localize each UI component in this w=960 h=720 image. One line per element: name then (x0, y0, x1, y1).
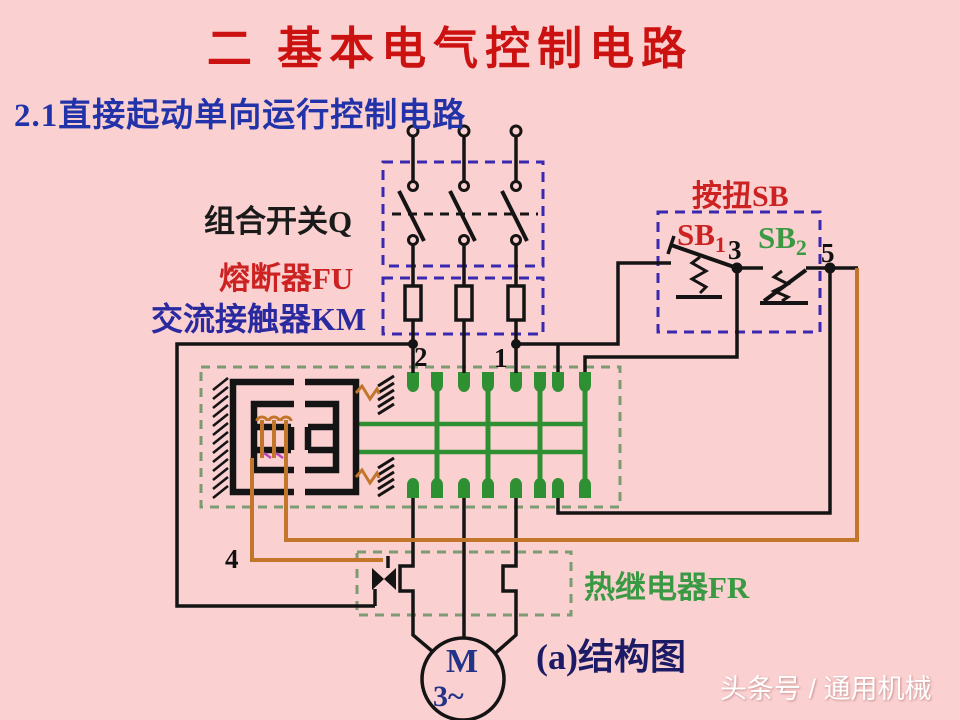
motor-wire-left (398, 498, 441, 659)
switch-q-symbol (392, 124, 538, 246)
mounting-wall-hatch (212, 377, 229, 499)
section-heading: 2.1直接起动单向运行控制电路 (14, 98, 467, 134)
figure-caption: (a)结构图 (536, 637, 686, 677)
junction-dots (408, 262, 836, 349)
sb2-text: SB (758, 220, 796, 255)
fixed-contact-tabs (407, 372, 591, 498)
contactor-contact-assembly (358, 372, 591, 498)
sb2-subscript: 2 (795, 235, 807, 261)
fuse-symbols (403, 284, 526, 322)
label-button-group: 按扭SB (692, 180, 789, 213)
node-number-5: 5 (821, 238, 835, 268)
page-title: 二 基本电气控制电路 (206, 24, 694, 74)
node-number-4: 4 (225, 544, 239, 574)
contactor-armature (304, 378, 360, 496)
label-combination-switch: 组合开关Q (204, 204, 353, 239)
contactor-km-box (199, 365, 622, 509)
return-springs (354, 383, 381, 486)
label-ac-contactor: 交流接触器KM (151, 301, 367, 337)
coil-wires (250, 268, 859, 562)
sb2-start-button-symbol (760, 268, 808, 305)
motor-letter: M (446, 643, 479, 680)
control-feed-wire (516, 261, 671, 346)
aux-contact-node5-wire (556, 272, 832, 515)
node-number-3: 3 (728, 235, 742, 265)
watermark: 头条号 / 通用机械 (720, 674, 932, 704)
spring-anchor-hatch (377, 374, 395, 498)
motor-wire-right (489, 498, 518, 659)
fr-nc-contact (372, 568, 396, 590)
aux-contact-node3-wire (583, 272, 739, 372)
coil-terminal-marks (263, 451, 284, 460)
control-return-wire (175, 342, 413, 608)
supply-lines (411, 136, 518, 181)
km-coil (255, 415, 293, 458)
node-number-2: 2 (414, 342, 428, 372)
node-number-1: 1 (494, 343, 508, 373)
motor-symbol (420, 636, 506, 720)
label-thermal-relay: 热继电器FR (584, 570, 750, 605)
sb1-text: SB (677, 217, 715, 252)
motor-phase-label: 3~ (433, 680, 464, 713)
label-fuse: 熔断器FU (219, 261, 354, 296)
sb1-subscript: 1 (714, 232, 726, 258)
button-sb-box (656, 210, 822, 334)
sb1-stop-button-symbol (666, 235, 738, 299)
label-sb1: SB1 (677, 217, 726, 258)
label-sb2: SB2 (758, 220, 807, 261)
